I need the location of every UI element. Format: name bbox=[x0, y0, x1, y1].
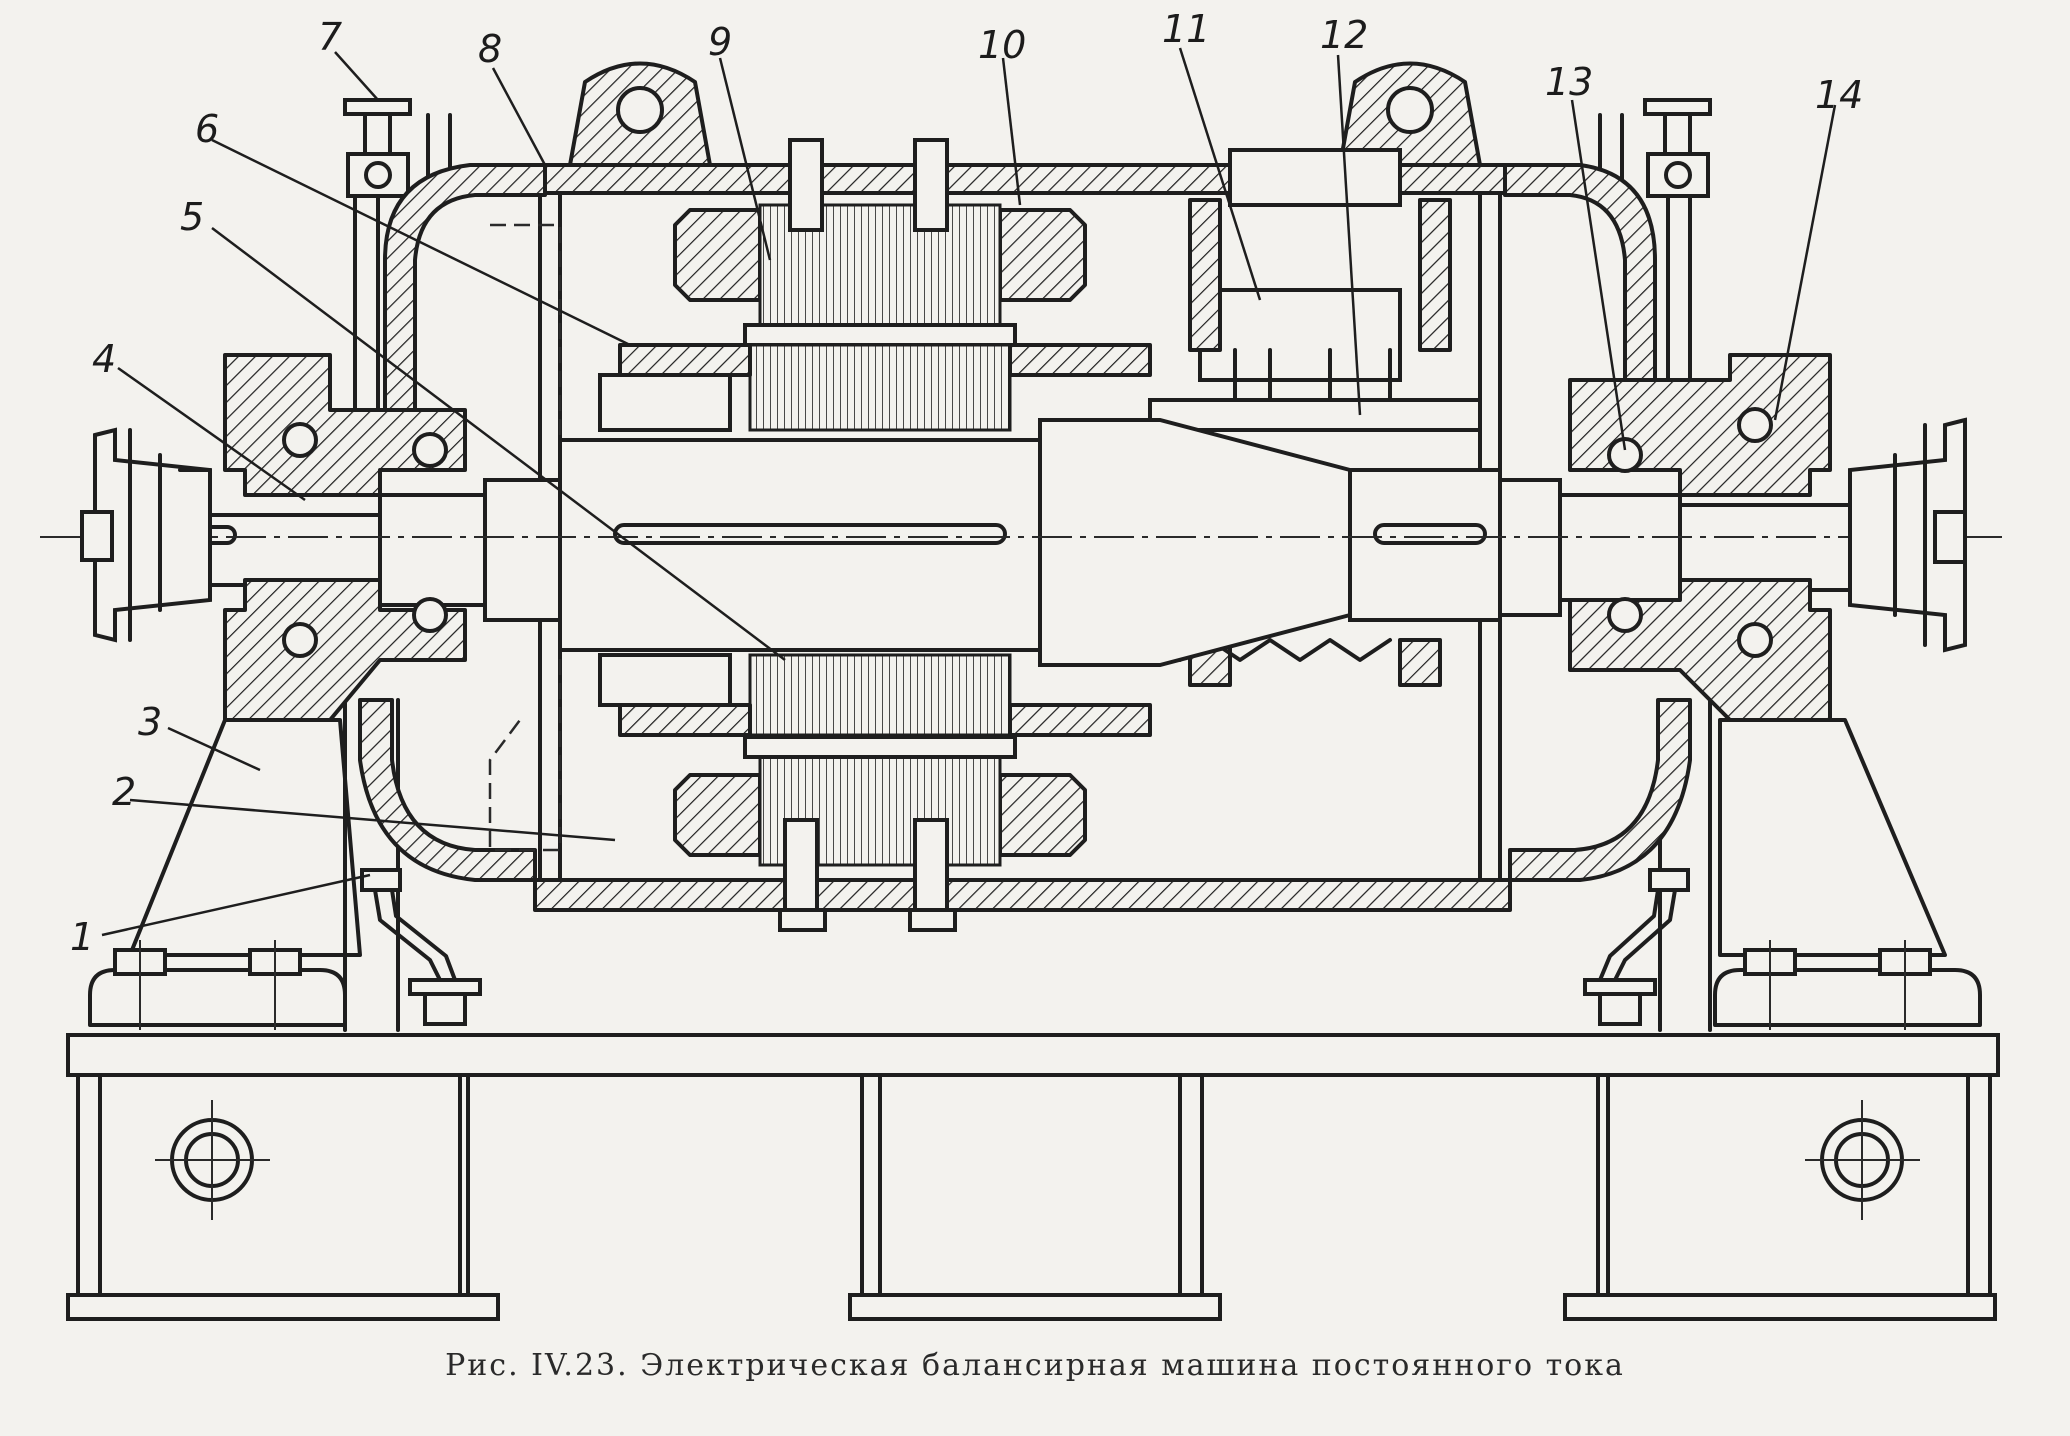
label-12: 12 bbox=[1320, 13, 1368, 57]
trunnion-bearing-left bbox=[223, 353, 467, 722]
figure-caption: Рис. IV.23. Электрическая балансирная ма… bbox=[445, 1348, 1625, 1383]
label-4: 4 bbox=[92, 337, 116, 381]
leader-lines bbox=[101, 47, 1837, 937]
label-2: 2 bbox=[112, 770, 136, 814]
base-hole-right bbox=[1805, 1100, 1920, 1220]
stay-right bbox=[1583, 868, 1690, 1026]
label-3: 3 bbox=[138, 700, 162, 744]
label-10: 10 bbox=[978, 23, 1026, 67]
pedestal-right bbox=[1713, 718, 1982, 1030]
coupling-flange-right bbox=[1848, 417, 1967, 653]
label-8: 8 bbox=[478, 27, 502, 71]
base-hole-left bbox=[155, 1100, 270, 1220]
base-frame bbox=[66, 1033, 2000, 1321]
label-7: 7 bbox=[318, 15, 342, 59]
label-6: 6 bbox=[195, 107, 219, 151]
label-5: 5 bbox=[180, 195, 204, 239]
label-1: 1 bbox=[70, 915, 94, 959]
main-pole-bottom bbox=[673, 735, 1087, 932]
label-11: 11 bbox=[1162, 7, 1210, 51]
label-9: 9 bbox=[708, 20, 732, 64]
shaft bbox=[40, 418, 2010, 667]
armature bbox=[598, 343, 1152, 737]
stay-left bbox=[360, 868, 482, 1026]
pedestal-left bbox=[88, 718, 362, 1030]
label-14: 14 bbox=[1815, 73, 1863, 117]
trunnion-bearing-right bbox=[1568, 353, 1832, 722]
coupling-flange-left bbox=[80, 427, 212, 643]
number-labels: 7 8 9 10 11 12 13 14 6 5 4 3 2 1 bbox=[70, 7, 1863, 959]
main-pole-top bbox=[673, 138, 1087, 347]
label-13: 13 bbox=[1545, 60, 1593, 104]
